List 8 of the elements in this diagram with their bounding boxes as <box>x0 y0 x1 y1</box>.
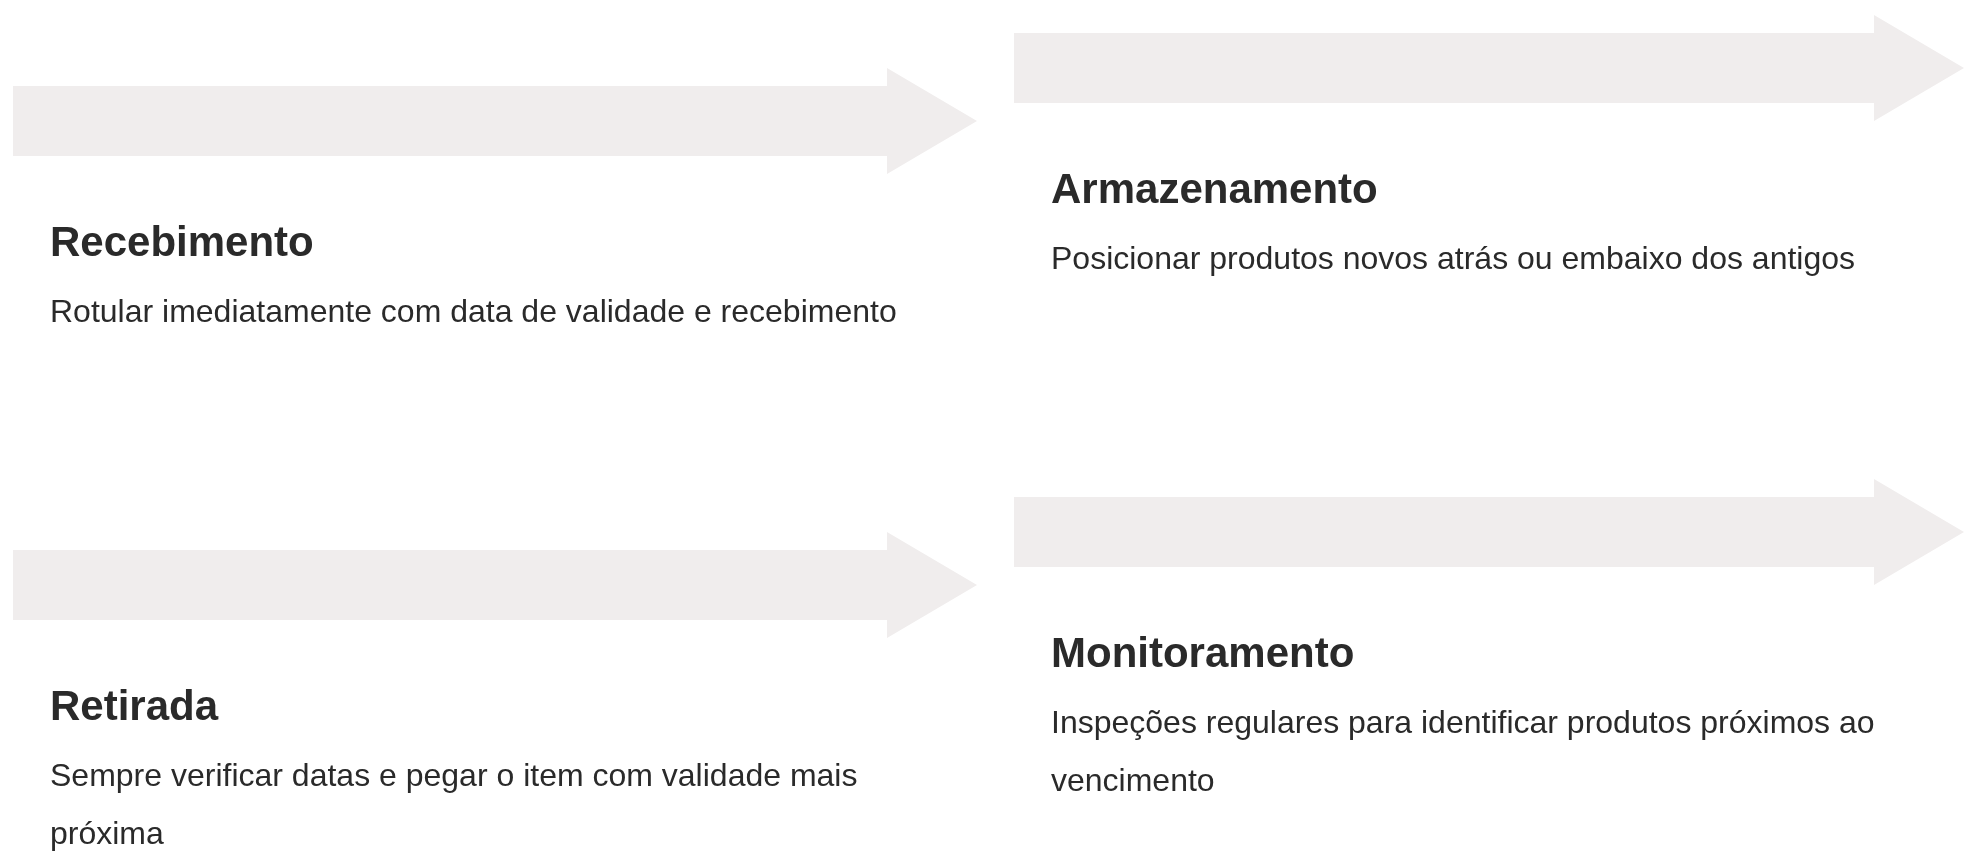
step-title: Armazenamento <box>1051 165 1378 213</box>
step-title: Monitoramento <box>1051 629 1355 677</box>
step-description: Sempre verificar datas e pegar o item com validade mais próxima <box>50 756 859 853</box>
step-description: Inspeções regulares para identificar produtos próximos ao vencimento <box>1051 703 1876 800</box>
step-title: Retirada <box>50 682 219 730</box>
step-description: Posicionar produtos novos atrás ou embaixo dos antigos <box>1051 239 1857 278</box>
step-description: Rotular imediatamente com data de validade e recebimento <box>50 292 898 331</box>
step-title: Recebimento <box>50 218 314 266</box>
